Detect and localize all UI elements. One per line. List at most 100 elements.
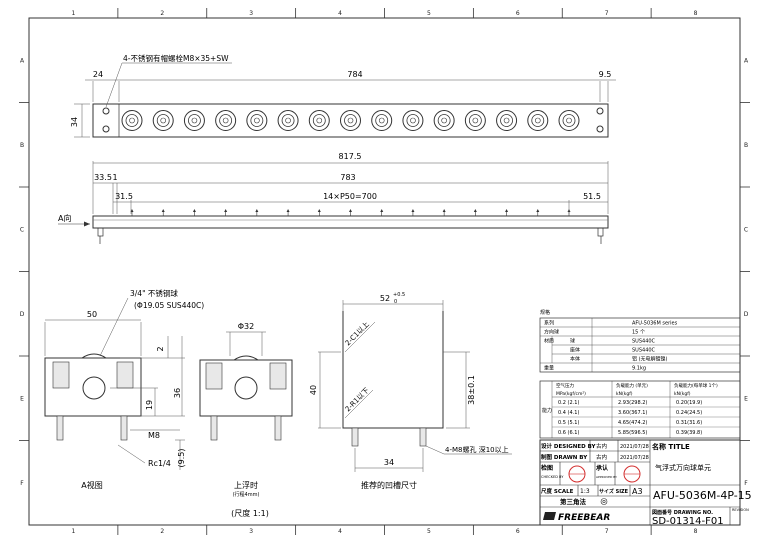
ball-marker-arrow — [161, 209, 165, 212]
ball-unit-icon — [433, 110, 455, 131]
floating-body — [199, 359, 293, 417]
front-view-body — [92, 215, 609, 229]
ball-inner-ring — [312, 114, 326, 127]
name-value: 气浮式万向球单元 — [655, 463, 711, 472]
ball-inner-ring — [281, 114, 295, 127]
brand-logo-icon — [543, 512, 556, 520]
grid-column-label: 5 — [427, 528, 431, 535]
load-label: 能力 — [542, 407, 552, 414]
ball-inner-ring — [437, 114, 451, 127]
ball-cap — [233, 355, 259, 361]
designed-date: 2021/07/28 — [620, 444, 649, 450]
projection-icon — [600, 498, 608, 505]
spec-heading: 规格 — [540, 309, 550, 316]
ball-inner-ring — [188, 114, 201, 127]
ball-unit-icon — [183, 110, 205, 131]
ball-marker-arrow — [255, 209, 259, 212]
groove-view: 52 +0.5 0 2-C1以上 2-R1以下 40 38±0.1 34 4-M… — [309, 292, 512, 490]
load-cell: 0.4 (4.1) — [558, 410, 579, 416]
dim-52-tol2: 0 — [394, 299, 397, 305]
spec-cell: AFU-5036M series — [632, 321, 678, 327]
load-cell: 2.93(298.2) — [618, 400, 647, 406]
ball-unit-icon — [215, 110, 237, 131]
chamfer-bot: 2-R1以下 — [344, 386, 371, 413]
drawn-date: 2021/07/28 — [620, 455, 649, 461]
view-arrow-icon — [84, 221, 90, 227]
spec-cell: 铝 (无电解镀镍) — [632, 356, 668, 363]
designed-label: 设计 DESIGNED BY — [541, 442, 596, 450]
ball-center — [410, 117, 416, 124]
load-header-cell: 空气压力 — [556, 382, 574, 389]
thread-note: 4-M8螺孔 深10以上 — [445, 445, 509, 454]
spec-cell: 9.1kg — [632, 366, 646, 372]
grid-column-label: 4 — [338, 10, 342, 17]
fitting-left — [97, 227, 104, 237]
ball-center — [378, 117, 385, 124]
size-value: A3 — [632, 487, 643, 496]
drawn-name: 古内 — [596, 453, 607, 461]
load-cell: 0.5 (5.1) — [558, 420, 579, 426]
grid-row-label: E — [20, 395, 24, 402]
ball-inner-ring — [500, 114, 513, 127]
ball-marker-arrow — [411, 209, 415, 212]
spec-cell: 座体 — [570, 347, 580, 354]
ball-center — [566, 117, 572, 124]
load-cell: 4.65(474.2) — [618, 420, 647, 426]
name-label: 名称 TITLE — [652, 442, 690, 451]
spec-cell: 本体 — [570, 356, 580, 363]
grid-row-label: E — [744, 395, 748, 402]
air-port-icon — [234, 376, 258, 400]
chamfer-top: 2-C1以上 — [343, 320, 371, 348]
load-header-cell: 负载能力 (单元) — [616, 382, 648, 389]
approved-label: 承认 — [596, 464, 609, 472]
dim-phi: Φ32 — [238, 322, 254, 331]
ball-cap — [81, 353, 107, 359]
grid-column-label: 5 — [427, 10, 431, 17]
grid-row-label: C — [744, 226, 748, 233]
bolt-hole-icon — [596, 125, 604, 133]
bolt-hole-icon — [102, 107, 110, 115]
scale-note: (尺度 1:1) — [231, 508, 269, 518]
ball-unit-icon — [277, 110, 299, 131]
dim-right: 9.5 — [599, 70, 612, 79]
title-block: 设计 DESIGNED BY 古内 2021/07/28 制图 DRAWN BY… — [539, 439, 752, 527]
spec-cell: SUS440C — [632, 348, 656, 354]
dim-width: 50 — [87, 310, 97, 319]
grid-column-label: 8 — [694, 10, 698, 17]
grid-row-label: F — [744, 480, 748, 487]
thread-right — [419, 427, 427, 447]
thread-left — [351, 427, 359, 447]
grid-column-label: 1 — [72, 10, 76, 17]
spec-cell: 重量 — [544, 365, 554, 372]
load-cell: 0.6 (6.1) — [558, 430, 579, 436]
ball-marker-arrow — [473, 209, 477, 212]
ball-inner-ring — [531, 114, 545, 127]
section-a-caption: A视图 — [81, 480, 102, 490]
ball-unit-icon — [496, 110, 518, 131]
designed-name: 古内 — [596, 442, 607, 450]
grid-column-label: 3 — [249, 10, 253, 17]
revision-label: REVISION — [732, 508, 749, 512]
grid-column-label: 2 — [160, 528, 164, 535]
grid-column-label: 8 — [694, 528, 698, 535]
dim-52-tol: +0.5 — [393, 292, 405, 298]
bolt-shank-right — [120, 415, 128, 441]
ball-unit-icon — [402, 110, 424, 131]
grid-row-label: A — [744, 57, 749, 64]
dim-left: 24 — [93, 70, 103, 79]
ball-center — [534, 117, 541, 124]
ball-marker-arrow — [349, 209, 352, 212]
bolt-head-left — [52, 361, 70, 389]
ball-marker-arrow — [317, 209, 321, 212]
ball-center — [191, 117, 198, 124]
spec-cell: SUS440C — [632, 339, 656, 345]
dim-38: 38±0.1 — [467, 375, 476, 405]
ball-inner-ring — [250, 114, 264, 127]
floating-caption: 上浮时 — [234, 480, 258, 490]
ball-center — [503, 117, 510, 124]
ball-marker-arrow — [505, 209, 509, 212]
grid-row-label: A — [20, 57, 25, 64]
view-arrow-label: A向 — [58, 213, 71, 223]
